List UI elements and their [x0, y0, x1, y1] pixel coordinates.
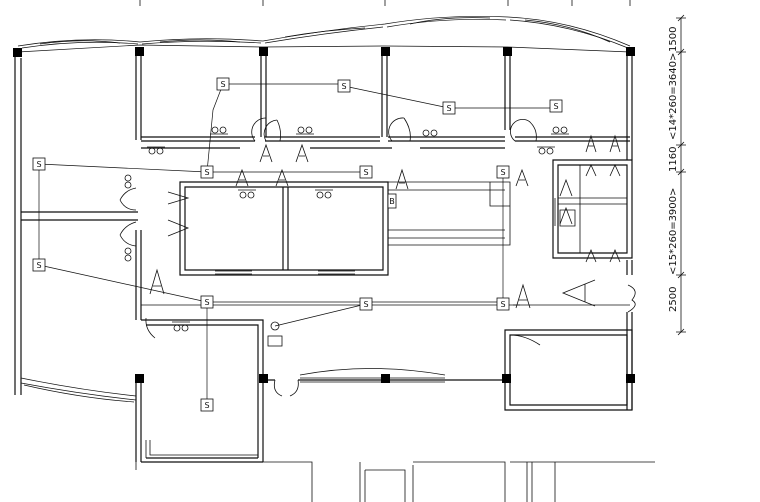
doors [119, 117, 636, 397]
switch-symbol-label: S [204, 401, 209, 410]
walls [14, 52, 655, 502]
switch-labels: S S S S S S S S S S S S S B [36, 80, 558, 410]
top-ticks [139, 0, 631, 6]
switch-symbol-label: S [500, 168, 505, 177]
top-window-band [17, 15, 631, 53]
switch-symbol-label: S [204, 298, 209, 307]
dimension-label-14x260: <14*260=3640> [668, 53, 679, 140]
switch-symbol-label: S [36, 261, 41, 270]
wiring [38, 83, 556, 405]
dimension-line: 1500 <14*260=3640> 1160 <15*260=3900> 25… [668, 14, 686, 336]
emergency-light-symbols [149, 134, 621, 309]
switch-symbol-label: S [220, 80, 225, 89]
structural-columns [13, 47, 635, 383]
switch-symbol-label: B [389, 197, 395, 206]
switch-symbol-label: S [446, 104, 451, 113]
switch-symbol-label: S [553, 102, 558, 111]
dimension-label-1160: 1160 [668, 147, 679, 172]
socket-fixtures [124, 126, 569, 347]
switch-symbol-label: S [500, 300, 505, 309]
switch-symbol-label: S [341, 82, 346, 91]
dimension-label-2500: 2500 [668, 287, 679, 312]
dimension-label-1500: 1500 [668, 27, 679, 52]
switch-boxes [32, 77, 563, 412]
switch-symbol-label: S [36, 160, 41, 169]
switch-symbol-label: S [204, 168, 209, 177]
dimension-label-15x260: <15*260=3900> [668, 188, 679, 275]
switch-symbol-label: S [363, 168, 368, 177]
switch-symbol-label: S [363, 300, 368, 309]
